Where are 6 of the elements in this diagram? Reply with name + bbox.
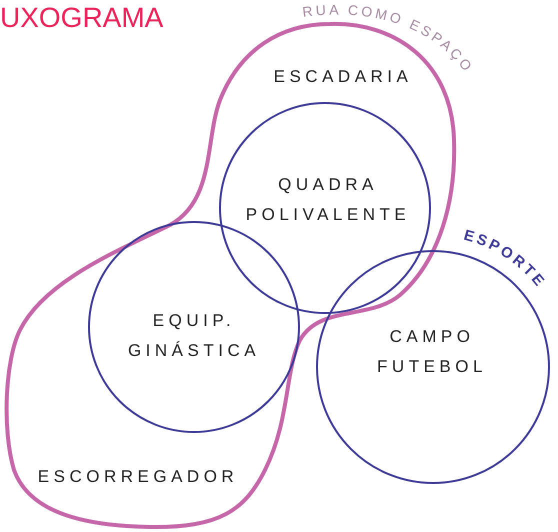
- node-label: QUADRA POLIVALENTE: [244, 174, 412, 226]
- node-label: ESCADARIA: [272, 67, 412, 88]
- diagram-title: UXOGRAMA: [0, 4, 164, 32]
- node-label: CAMPO FUTEBOL: [376, 326, 488, 378]
- node-label: EQUIP. GINÁSTICA: [126, 310, 262, 362]
- node-label: ESCORREGADOR: [36, 466, 240, 488]
